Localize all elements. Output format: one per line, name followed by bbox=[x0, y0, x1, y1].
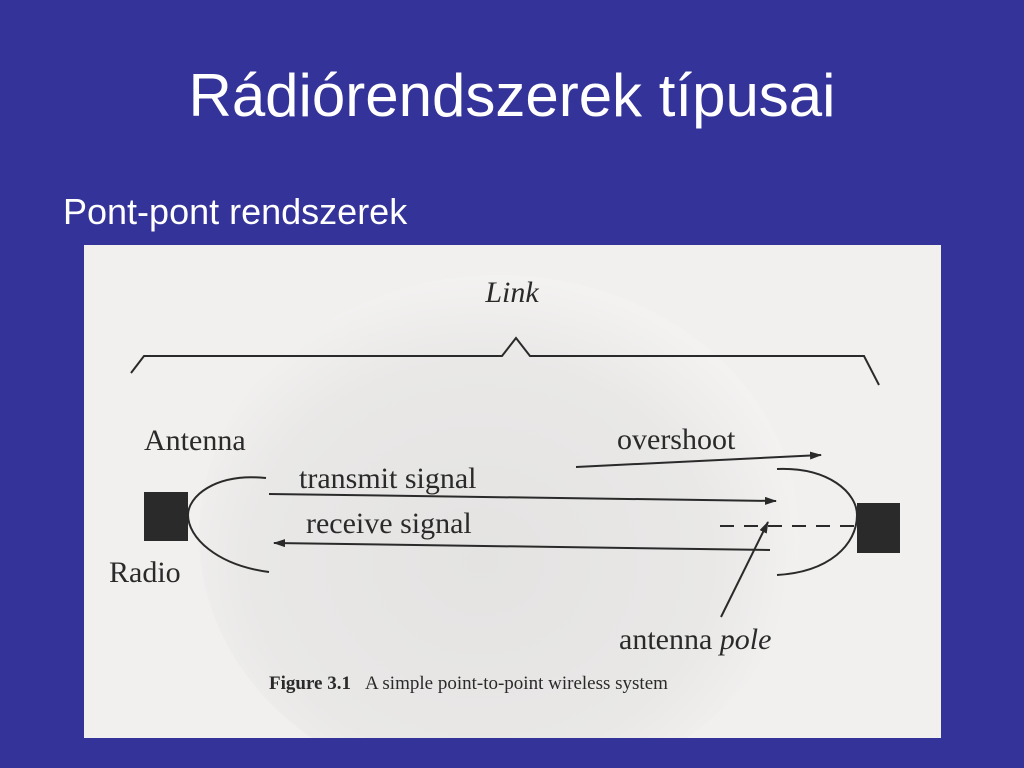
figure-caption: Figure 3.1 A simple point-to-point wirele… bbox=[269, 673, 668, 694]
receive-signal-label: receive signal bbox=[306, 507, 472, 540]
transmit-arrow bbox=[268, 493, 777, 505]
figure-number: Figure 3.1 bbox=[269, 673, 351, 694]
link-brace bbox=[130, 336, 880, 386]
overshoot-label: overshoot bbox=[617, 423, 736, 456]
pole-word: pole bbox=[718, 623, 772, 656]
antenna-pole-arrow bbox=[720, 521, 769, 618]
left-radio-box bbox=[144, 492, 188, 541]
transmit-signal-label: transmit signal bbox=[299, 462, 476, 495]
diagram-figure: Link Antenna Radio transmit signal recei… bbox=[84, 245, 941, 738]
link-label: Link bbox=[484, 276, 539, 309]
figure-caption-text: A simple point-to-point wireless system bbox=[365, 673, 668, 694]
page-shade bbox=[199, 275, 799, 738]
receive-arrow bbox=[273, 539, 771, 551]
slide-subtitle: Pont-pont rendszerek bbox=[63, 191, 408, 232]
antenna-label: Antenna bbox=[144, 424, 246, 457]
antenna-pole-label: antenna pole bbox=[619, 623, 771, 656]
antenna-word: antenna bbox=[619, 623, 712, 656]
left-antenna-dish bbox=[186, 476, 270, 573]
slide-title: Rádiórendszerek típusai bbox=[188, 62, 836, 129]
right-radio-box bbox=[857, 503, 900, 553]
radio-label: Radio bbox=[109, 556, 181, 589]
overshoot-arrow bbox=[575, 451, 822, 468]
